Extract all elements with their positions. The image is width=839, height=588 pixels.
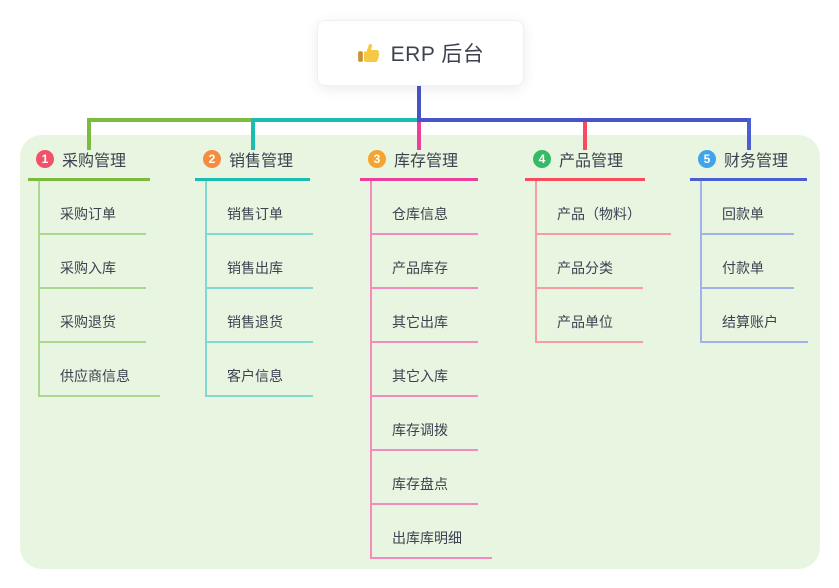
branch-3: 3 库存管理仓库信息产品库存其它出库其它入库库存调拨库存盘点出库库明细 bbox=[360, 147, 492, 559]
child-node[interactable]: 仓库信息 bbox=[372, 181, 492, 235]
child-node-label: 销售出库 bbox=[207, 258, 313, 289]
thumbs-up-icon bbox=[357, 41, 381, 65]
connector-drop-1 bbox=[87, 118, 91, 150]
child-node-label: 供应商信息 bbox=[40, 366, 160, 397]
branch-2: 2 销售管理销售订单销售出库销售退货客户信息 bbox=[195, 147, 313, 397]
child-node-label: 产品（物料） bbox=[537, 204, 671, 235]
branch-children: 采购订单采购入库采购退货供应商信息 bbox=[38, 181, 160, 397]
child-node[interactable]: 其它出库 bbox=[372, 289, 492, 343]
child-node[interactable]: 付款单 bbox=[702, 235, 808, 289]
branch-number-badge: 4 bbox=[533, 150, 551, 168]
branch-number-badge: 3 bbox=[368, 150, 386, 168]
branches-panel bbox=[20, 135, 820, 569]
child-node-label: 产品单位 bbox=[537, 312, 643, 343]
child-node[interactable]: 采购退货 bbox=[40, 289, 160, 343]
child-node-label: 库存盘点 bbox=[372, 474, 478, 505]
child-node[interactable]: 客户信息 bbox=[207, 343, 313, 397]
root-stem-line bbox=[417, 84, 421, 118]
branch-children: 回款单付款单结算账户 bbox=[700, 181, 808, 343]
connector-rail-segment-3 bbox=[417, 118, 751, 122]
branch-label: 财务管理 bbox=[724, 153, 789, 170]
child-node-label: 其它出库 bbox=[372, 312, 478, 343]
branch-header[interactable]: 4 产品管理 bbox=[525, 147, 645, 181]
branch-label: 产品管理 bbox=[559, 153, 624, 170]
child-node[interactable]: 产品分类 bbox=[537, 235, 671, 289]
child-node-label: 产品分类 bbox=[537, 258, 643, 289]
child-node-label: 采购订单 bbox=[40, 204, 146, 235]
connector-drop-4 bbox=[583, 122, 587, 150]
branch-number-badge: 1 bbox=[36, 150, 54, 168]
child-node[interactable]: 销售出库 bbox=[207, 235, 313, 289]
child-node-label: 销售订单 bbox=[207, 204, 313, 235]
child-node[interactable]: 供应商信息 bbox=[40, 343, 160, 397]
child-node-label: 客户信息 bbox=[207, 366, 313, 397]
connector-drop-2 bbox=[251, 122, 255, 150]
child-node-label: 回款单 bbox=[702, 204, 794, 235]
branch-4: 4 产品管理产品（物料） 产品分类产品单位 bbox=[525, 147, 671, 343]
child-node[interactable]: 产品（物料） bbox=[537, 181, 671, 235]
branch-1: 1 采购管理采购订单采购入库采购退货供应商信息 bbox=[28, 147, 160, 397]
branch-number-badge: 2 bbox=[203, 150, 221, 168]
branch-5: 5 财务管理回款单付款单结算账户 bbox=[690, 147, 808, 343]
branch-label: 销售管理 bbox=[229, 153, 294, 170]
child-node-label: 采购退货 bbox=[40, 312, 146, 343]
branch-number-badge: 5 bbox=[698, 150, 716, 168]
child-node-label: 其它入库 bbox=[372, 366, 478, 397]
child-node-label: 出库库明细 bbox=[372, 528, 492, 559]
child-node-label: 产品库存 bbox=[372, 258, 478, 289]
child-node-label: 采购入库 bbox=[40, 258, 146, 289]
branch-children: 产品（物料） 产品分类产品单位 bbox=[535, 181, 671, 343]
child-node[interactable]: 库存调拨 bbox=[372, 397, 492, 451]
root-title: ERP 后台 bbox=[390, 43, 485, 66]
child-node[interactable]: 产品库存 bbox=[372, 235, 492, 289]
branch-header[interactable]: 3 库存管理 bbox=[360, 147, 478, 181]
child-node-label: 付款单 bbox=[702, 258, 794, 289]
child-node-label: 结算账户 bbox=[702, 312, 808, 343]
connector-drop-3 bbox=[417, 122, 421, 150]
child-node[interactable]: 销售退货 bbox=[207, 289, 313, 343]
branch-label: 采购管理 bbox=[62, 153, 127, 170]
branch-header[interactable]: 1 采购管理 bbox=[28, 147, 150, 181]
child-node-label: 仓库信息 bbox=[372, 204, 478, 235]
child-node[interactable]: 产品单位 bbox=[537, 289, 671, 343]
branch-children: 仓库信息产品库存其它出库其它入库库存调拨库存盘点出库库明细 bbox=[370, 181, 492, 559]
root-node[interactable]: ERP 后台 bbox=[317, 20, 524, 86]
child-node[interactable]: 采购入库 bbox=[40, 235, 160, 289]
branch-header[interactable]: 5 财务管理 bbox=[690, 147, 807, 181]
child-node[interactable]: 采购订单 bbox=[40, 181, 160, 235]
branch-children: 销售订单销售出库销售退货客户信息 bbox=[205, 181, 313, 397]
child-node[interactable]: 其它入库 bbox=[372, 343, 492, 397]
branch-label: 库存管理 bbox=[394, 153, 459, 170]
branch-header[interactable]: 2 销售管理 bbox=[195, 147, 310, 181]
child-node[interactable]: 库存盘点 bbox=[372, 451, 492, 505]
child-node[interactable]: 结算账户 bbox=[702, 289, 808, 343]
child-node-label: 销售退货 bbox=[207, 312, 313, 343]
child-node[interactable]: 出库库明细 bbox=[372, 505, 492, 559]
connector-drop-5 bbox=[747, 118, 751, 150]
child-node-label: 库存调拨 bbox=[372, 420, 478, 451]
child-node[interactable]: 回款单 bbox=[702, 181, 808, 235]
child-node[interactable]: 销售订单 bbox=[207, 181, 313, 235]
connector-rail-segment-1 bbox=[87, 118, 251, 122]
connector-rail-segment-2 bbox=[251, 118, 417, 122]
